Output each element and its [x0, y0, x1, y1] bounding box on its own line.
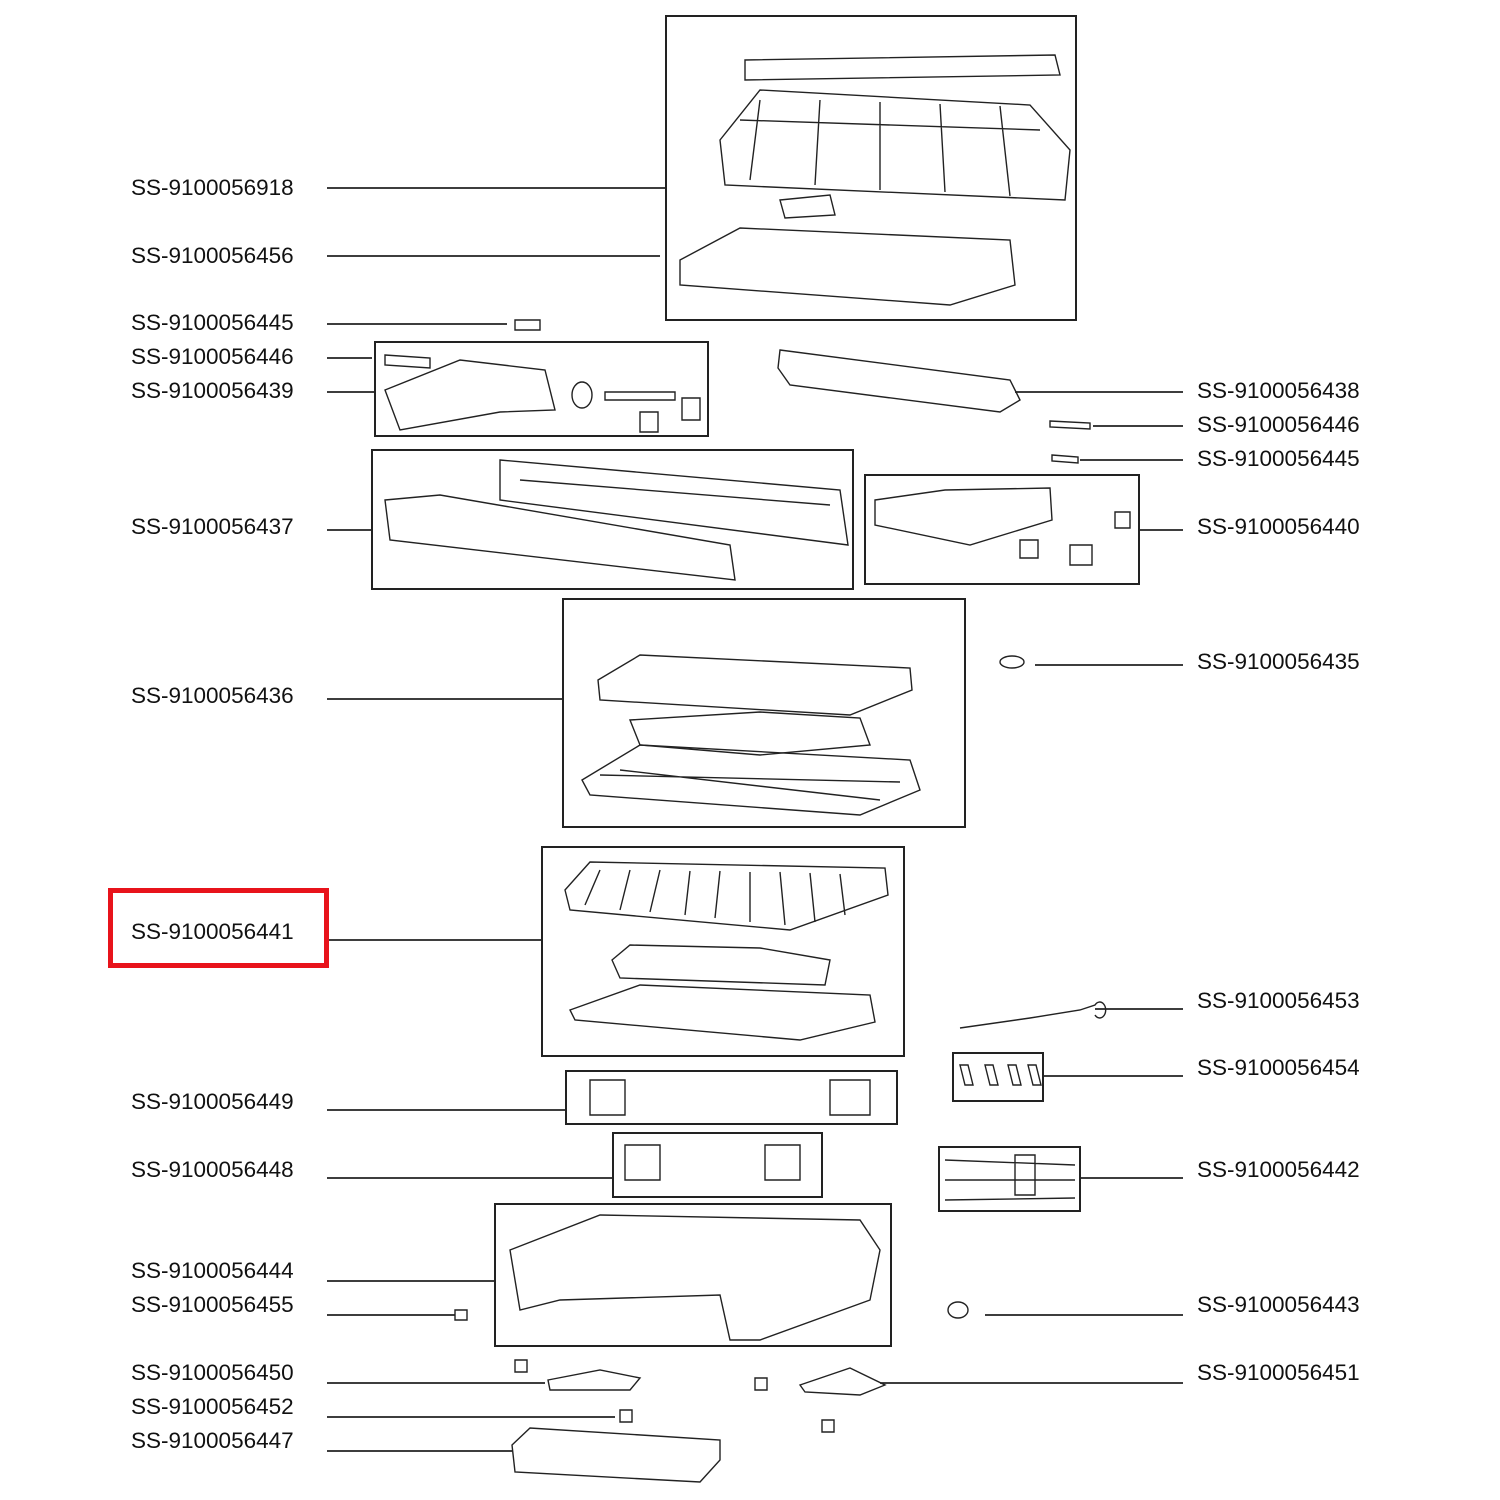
box-top-cover: [665, 15, 1077, 321]
part-sketches: [384, 54, 1131, 1483]
box-clips: [612, 1132, 823, 1198]
part-label-selected[interactable]: SS-9100056441: [131, 919, 294, 944]
part-label[interactable]: SS-9100056453: [1197, 988, 1360, 1013]
part-label[interactable]: SS-9100056456: [131, 243, 294, 268]
part-label[interactable]: SS-9100056918: [131, 175, 294, 200]
selected-part-highlight: [108, 888, 329, 968]
sketch-base: [509, 1214, 881, 1341]
part-label[interactable]: SS-9100056439: [131, 378, 294, 403]
part-label[interactable]: SS-9100056446: [131, 344, 294, 369]
part-label[interactable]: SS-9100056454: [1197, 1055, 1360, 1080]
part-group-boxes: [371, 15, 1140, 1347]
leader-lines: [327, 187, 1183, 1452]
part-label[interactable]: SS-9100056452: [131, 1394, 294, 1419]
part-label[interactable]: SS-9100056451: [1197, 1360, 1360, 1385]
sketch-drip-plate: [679, 227, 1016, 306]
box-side-rails: [371, 449, 854, 590]
box-grill-plate: [541, 846, 905, 1057]
part-label[interactable]: SS-9100056440: [1197, 514, 1360, 539]
part-label[interactable]: SS-9100056445: [131, 310, 294, 335]
box-left-handle: [374, 341, 709, 437]
part-label[interactable]: SS-9100056445: [1197, 446, 1360, 471]
sketch-reflector: [597, 654, 913, 716]
part-label[interactable]: SS-9100056447: [131, 1428, 294, 1453]
part-label[interactable]: SS-9100056446: [1197, 412, 1360, 437]
sketch-grill-plate: [564, 861, 889, 931]
part-label[interactable]: SS-9100056449: [131, 1089, 294, 1114]
sketch-lid-frame: [744, 54, 1061, 81]
part-label[interactable]: SS-9100056448: [131, 1157, 294, 1182]
box-right-handle: [864, 474, 1140, 585]
part-label[interactable]: SS-9100056438: [1197, 378, 1360, 403]
part-label[interactable]: SS-9100056442: [1197, 1157, 1360, 1182]
part-label[interactable]: SS-9100056444: [131, 1258, 294, 1283]
box-base: [494, 1203, 892, 1347]
box-wiring: [938, 1146, 1081, 1212]
box-heating-element: [562, 598, 966, 828]
part-label[interactable]: SS-9100056436: [131, 683, 294, 708]
part-label[interactable]: SS-9100056455: [131, 1292, 294, 1317]
part-label[interactable]: SS-9100056437: [131, 514, 294, 539]
box-brackets: [565, 1070, 898, 1125]
part-label[interactable]: SS-9100056443: [1197, 1292, 1360, 1317]
sketch-lid: [719, 89, 1071, 201]
box-connectors: [952, 1052, 1044, 1102]
part-label[interactable]: SS-9100056450: [131, 1360, 294, 1385]
part-label[interactable]: SS-9100056435: [1197, 649, 1360, 674]
